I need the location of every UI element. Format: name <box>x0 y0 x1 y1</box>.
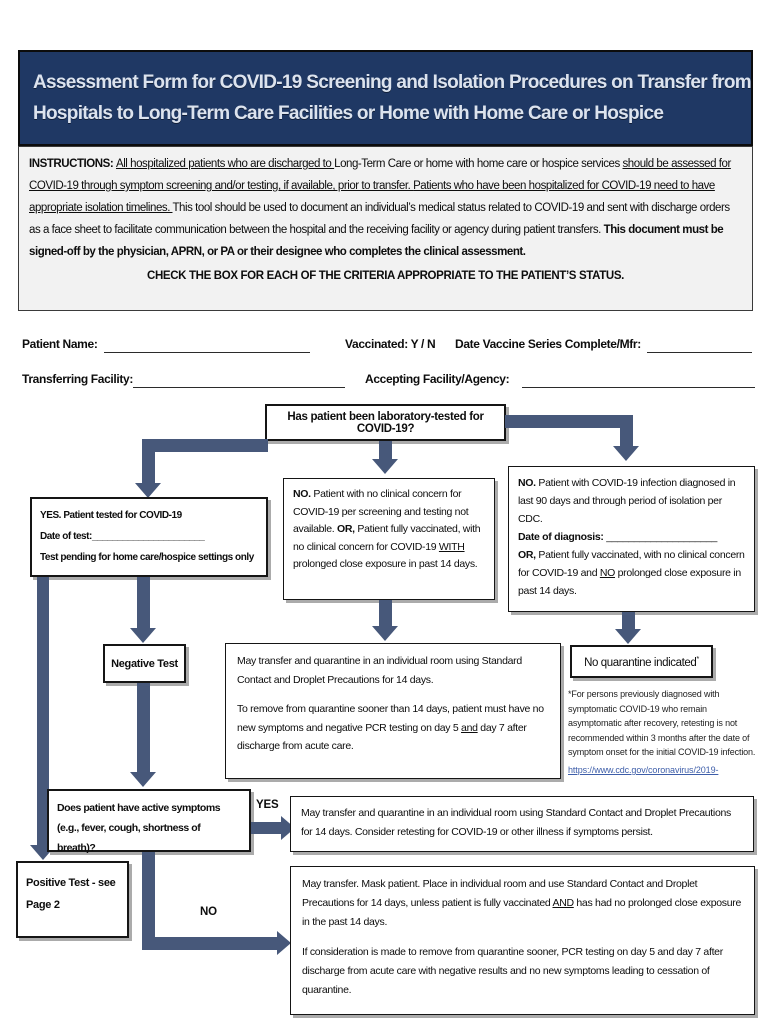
yes-tested-line3: Test pending for home care/hospice setti… <box>40 552 254 563</box>
connector-top-left-horizontal <box>142 439 268 452</box>
yes-tested-line1: YES. Patient tested for COVID-19 <box>40 510 182 521</box>
no-screening-box[interactable]: NO. Patient with no clinical concern for… <box>283 478 495 600</box>
no-result-paragraph-2: If consideration is made to remove from … <box>302 946 723 996</box>
positive-test-box[interactable]: Positive Test - see Page 2 <box>16 861 129 938</box>
vaccine-date-label: Date Vaccine Series Complete/Mfr: <box>455 337 641 351</box>
lab-tested-question-box[interactable]: Has patient been laboratory-tested for C… <box>265 404 506 441</box>
date-of-test-label: Date of test: <box>40 531 92 542</box>
no-diagnosed-box[interactable]: NO. Patient with COVID-19 infection diag… <box>508 466 755 612</box>
no-result-paragraph-1: May transfer. Mask patient. Place in ind… <box>302 875 743 932</box>
yes-result-box[interactable]: May transfer and quarantine in an indivi… <box>290 796 754 852</box>
no-branch-label: NO <box>200 906 217 918</box>
footnote-text: *For persons previously diagnosed with s… <box>568 689 756 758</box>
no-bold-2: NO. <box>518 477 536 489</box>
connector-positive-vertical <box>37 577 49 847</box>
no-bold: NO. <box>293 488 311 500</box>
lab-tested-question-text: Has patient been laboratory-tested for C… <box>287 410 484 435</box>
connector-no-screen-down <box>379 600 392 627</box>
vaccine-date-blank[interactable] <box>647 337 752 353</box>
connector-top-left-vertical <box>142 439 155 485</box>
instructions-plain-1: Long-Term Care or home with home care or… <box>334 158 623 170</box>
patient-name-label: Patient Name: <box>22 337 98 351</box>
instructions-label: INSTRUCTIONS: <box>29 158 116 170</box>
no-quarantine-asterisk: * <box>696 654 699 664</box>
date-of-test-blank[interactable]: ______________________ <box>91 531 205 542</box>
yes-tested-box[interactable]: YES. Patient tested for COVID-19 Date of… <box>30 497 268 577</box>
transferring-facility-label: Transferring Facility: <box>22 372 133 386</box>
no-diagnosed-text: NO. Patient with COVID-19 infection diag… <box>518 474 745 600</box>
no-quarantine-text: No quarantine indicated* <box>584 654 699 669</box>
no-underlined: NO <box>599 567 616 579</box>
no-screening-text: NO. Patient with no clinical concern for… <box>293 486 485 574</box>
vaccinated-label[interactable]: Vaccinated: Y / N <box>345 337 436 351</box>
and-underlined-2: AND <box>552 897 574 909</box>
or-bold: OR, <box>336 523 355 536</box>
symptoms-question-text: Does patient have active symptoms (e.g.,… <box>57 802 221 854</box>
connector-top-right-vertical <box>620 415 633 448</box>
date-of-diagnosis-blank[interactable]: ____________________ <box>603 531 718 543</box>
and-underlined: and <box>461 721 478 734</box>
arrowhead-to-yes-box <box>135 483 161 498</box>
symptoms-question-box[interactable]: Does patient have active symptoms (e.g.,… <box>47 789 251 854</box>
arrowhead-to-no-diagnosed-box <box>613 446 639 461</box>
arrowhead-to-symptoms-box <box>130 772 156 787</box>
yes-branch-label: YES <box>256 799 279 811</box>
transferring-facility-blank[interactable] <box>133 372 345 388</box>
accepting-facility-blank[interactable] <box>522 372 755 388</box>
form-title-bar: Assessment Form for COVID-19 Screening a… <box>18 50 753 146</box>
quarantine-seg2: day 7 after discharge from acute care. <box>237 721 527 753</box>
connector-no-horizontal <box>142 937 279 950</box>
quarantine-paragraph-1: May transfer and quarantine in an indivi… <box>237 655 522 686</box>
connector-yes-horizontal <box>251 822 283 834</box>
accepting-facility-label: Accepting Facility/Agency: <box>365 372 510 386</box>
no-result-seg2: has had no prolonged close exposure in t… <box>302 897 742 928</box>
yes-tested-date-line: Date of test:______________________ <box>40 526 258 547</box>
no-screening-seg1: Patient with no clinical concern for COV… <box>293 488 469 536</box>
instructions-underline-1: All hospitalized patients who are discha… <box>115 158 335 170</box>
patient-name-blank[interactable] <box>104 337 310 353</box>
connector-top-right-horizontal <box>505 415 633 428</box>
form-title-line1: Assessment Form for COVID-19 Screening a… <box>33 71 751 93</box>
connector-no-vertical <box>142 852 155 950</box>
no-quarantine-label: No quarantine indicated <box>584 656 697 669</box>
quarantine-seg1: To remove from quarantine sooner than 14… <box>237 703 544 734</box>
instructions-box: INSTRUCTIONS: All hospitalized patients … <box>18 146 753 311</box>
no-result-box[interactable]: May transfer. Mask patient. Place in ind… <box>290 866 755 1015</box>
cdc-link[interactable]: https://www.cdc.gov/coronavirus/2019- <box>568 765 719 775</box>
no-quarantine-box[interactable]: No quarantine indicated* <box>570 645 713 678</box>
connector-negative-to-symptoms <box>137 683 150 774</box>
connector-top-middle-vertical <box>379 441 392 461</box>
with-underlined: WITH <box>438 540 465 553</box>
no-screening-seg2: Patient fully vaccinated, with no clinic… <box>293 523 481 553</box>
instructions-paragraph: INSTRUCTIONS: All hospitalized patients … <box>29 153 742 263</box>
arrowhead-to-no-quarantine-box <box>615 629 641 644</box>
negative-test-box[interactable]: Negative Test <box>103 644 186 683</box>
date-of-diagnosis-label: Date of diagnosis: <box>518 531 604 543</box>
arrowhead-to-no-screen-box <box>372 459 398 474</box>
no-result-seg1: May transfer. Mask patient. Place in ind… <box>302 878 698 909</box>
connector-negative-vertical <box>137 577 150 630</box>
arrowhead-to-negative-box <box>130 628 156 643</box>
arrowhead-to-no-result <box>277 931 291 955</box>
yes-result-text: May transfer and quarantine in an indivi… <box>301 807 731 838</box>
instructions-underline-3: Patients who have been hospitalized for … <box>29 180 715 214</box>
positive-test-text: Positive Test - see Page 2 <box>26 877 116 911</box>
quarantine-paragraph-2: To remove from quarantine sooner than 14… <box>237 700 549 756</box>
connector-no-diagnosed-down <box>622 612 635 631</box>
instructions-plain-2: This tool should be used to document an … <box>29 202 730 236</box>
instructions-underline-2: should be assessed for COVID-19 through … <box>29 158 731 192</box>
no-screening-seg3: prolonged close exposure in past 14 days… <box>293 558 478 571</box>
or-bold-2: OR, <box>518 549 536 561</box>
form-title-line2: Hospitals to Long-Term Care Facilities o… <box>33 102 664 124</box>
no-diagnosed-seg2: Patient fully vaccinated, with no clinic… <box>518 549 745 579</box>
check-the-box-line: CHECK THE BOX FOR EACH OF THE CRITERIA A… <box>147 270 624 282</box>
negative-test-text: Negative Test <box>111 657 178 670</box>
no-diagnosed-seg3: prolonged close exposure in past 14 days… <box>518 567 741 597</box>
instructions-bold-end: This document must be signed-off by the … <box>29 224 724 258</box>
arrowhead-to-quarantine-box <box>372 626 398 641</box>
quarantine-14-days-box[interactable]: May transfer and quarantine in an indivi… <box>225 643 561 779</box>
no-diagnosed-seg1: Patient with COVID-19 infection diagnose… <box>518 477 736 525</box>
